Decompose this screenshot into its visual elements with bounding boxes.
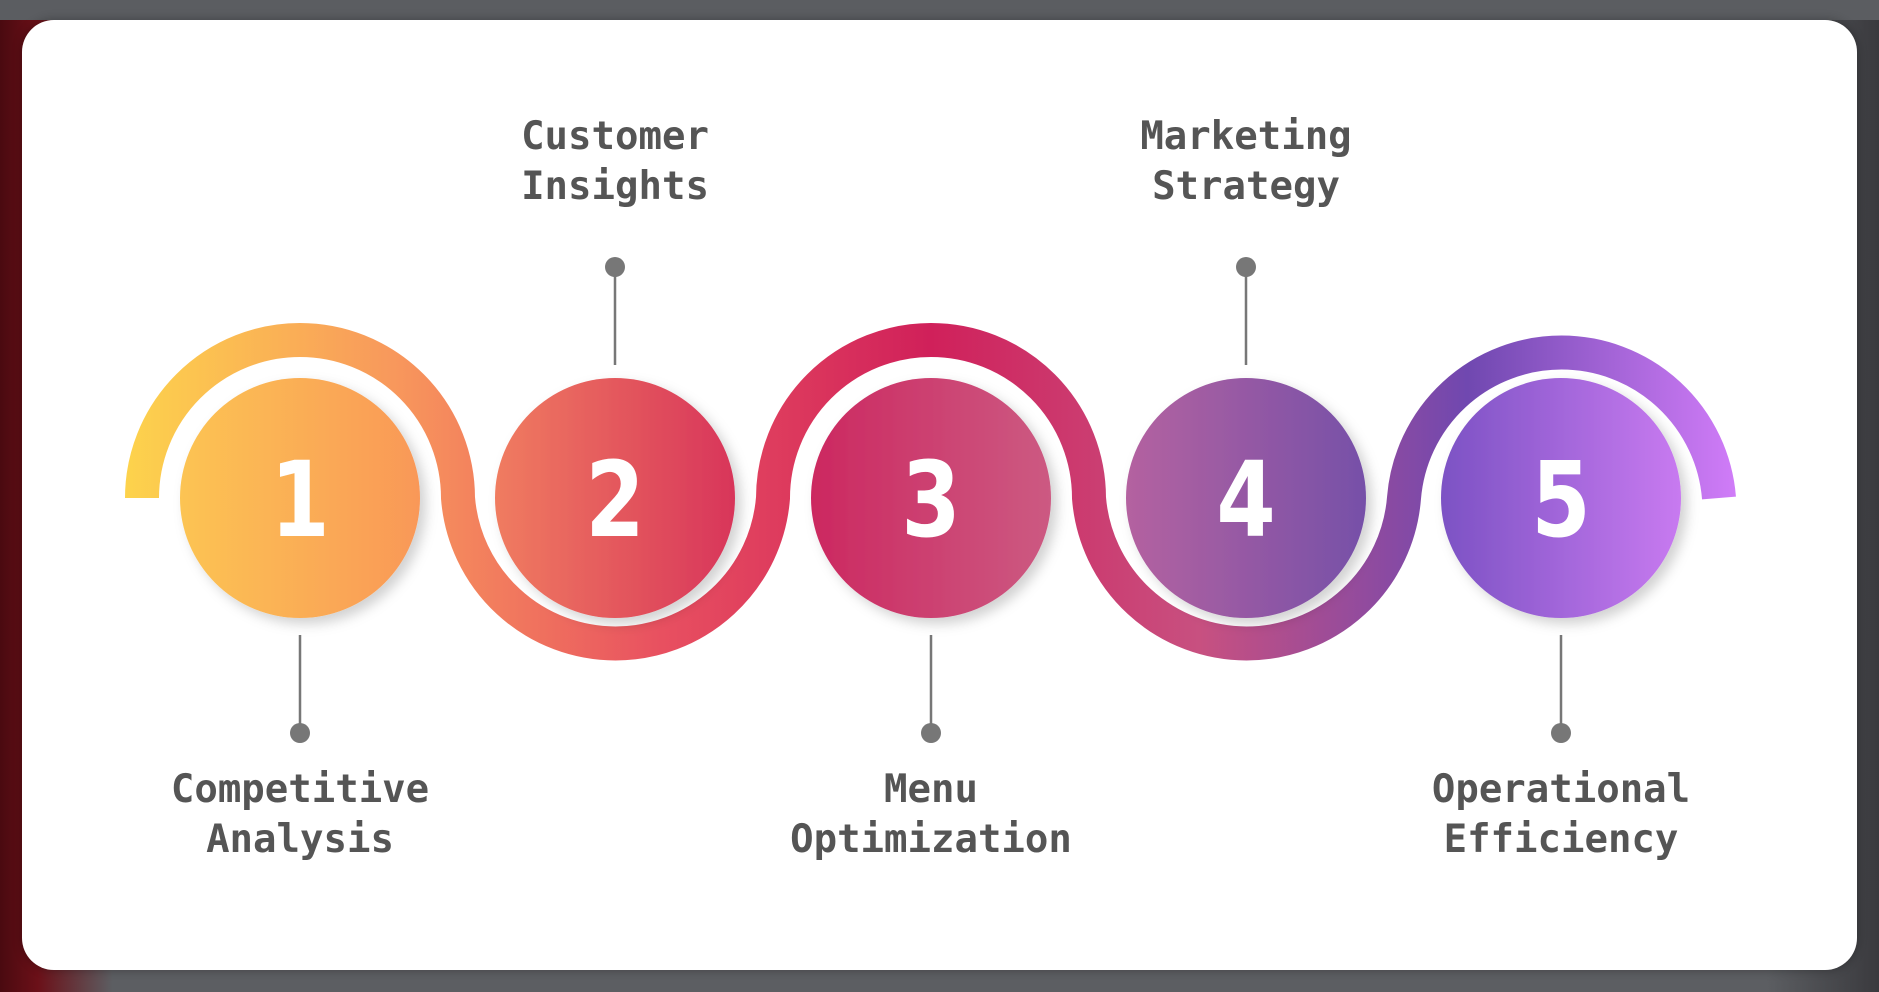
step-circle [1441, 378, 1681, 618]
step-circle [495, 378, 735, 618]
step-4: 4 [1126, 378, 1366, 618]
wave-path [125, 323, 1736, 661]
step-2: 2 [495, 378, 735, 618]
step-number: 3 [901, 441, 960, 561]
step-circle [180, 378, 420, 618]
step-label: Marketing Strategy [1140, 114, 1352, 209]
step-number: 1 [270, 441, 329, 561]
connector-dot [1236, 257, 1256, 277]
connector-dot [605, 257, 625, 277]
step-5: 5 [1441, 378, 1681, 618]
step-label: Operational Efficiency [1431, 767, 1691, 862]
step-label: Competitive Analysis [170, 767, 430, 862]
step-number: 2 [585, 441, 644, 561]
step-label: Menu Optimization [790, 767, 1072, 862]
step-circle [811, 378, 1051, 618]
connector-dot [290, 723, 310, 743]
step-1: 1 [180, 378, 420, 618]
step-number: 5 [1531, 441, 1590, 561]
connector-dot [921, 723, 941, 743]
step-circle [1126, 378, 1366, 618]
connector-dot [1551, 723, 1571, 743]
step-number: 4 [1216, 441, 1275, 561]
step-label: Customer Insights [521, 114, 709, 209]
background [0, 0, 1879, 20]
step-3: 3 [811, 378, 1051, 618]
